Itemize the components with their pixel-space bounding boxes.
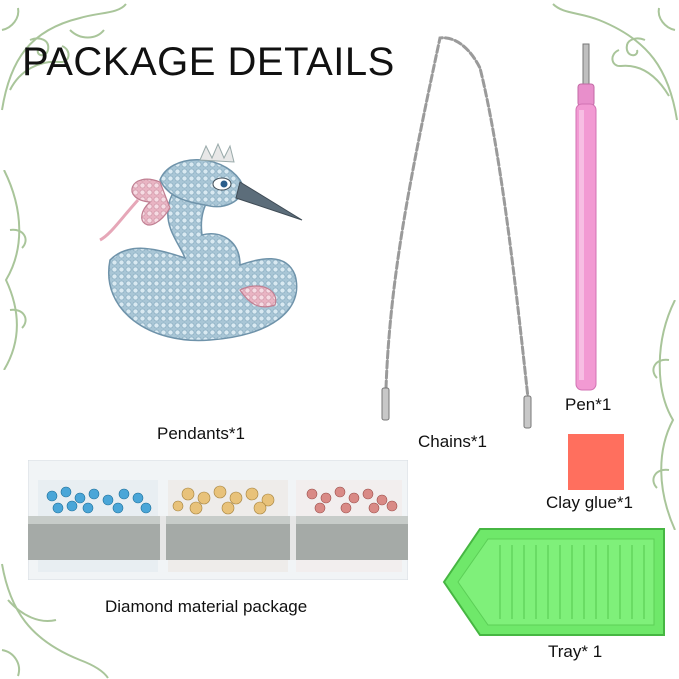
tray-label: Tray* 1 bbox=[548, 642, 603, 661]
side-ornament-left bbox=[3, 170, 27, 370]
pen-image bbox=[575, 43, 597, 391]
swan-pendant-image bbox=[99, 142, 303, 342]
diamond-package-label: Diamond material package bbox=[105, 597, 308, 616]
chain-image bbox=[381, 36, 532, 429]
corner-ornament-top-right bbox=[552, 3, 678, 121]
diamond-package-image bbox=[28, 460, 408, 580]
side-ornament-right bbox=[652, 300, 676, 530]
corner-ornament-bottom-left bbox=[1, 563, 109, 679]
pendants-label: Pendants*1 bbox=[157, 424, 245, 443]
clay-glue-label: Clay glue*1 bbox=[546, 493, 633, 512]
chains-label: Chains*1 bbox=[418, 432, 487, 451]
clay-glue-image bbox=[568, 434, 624, 490]
corner-ornament-top-left bbox=[1, 3, 127, 111]
tray-image bbox=[442, 528, 665, 636]
page-title: PACKAGE DETAILS bbox=[22, 40, 395, 84]
pen-label: Pen*1 bbox=[565, 395, 612, 414]
